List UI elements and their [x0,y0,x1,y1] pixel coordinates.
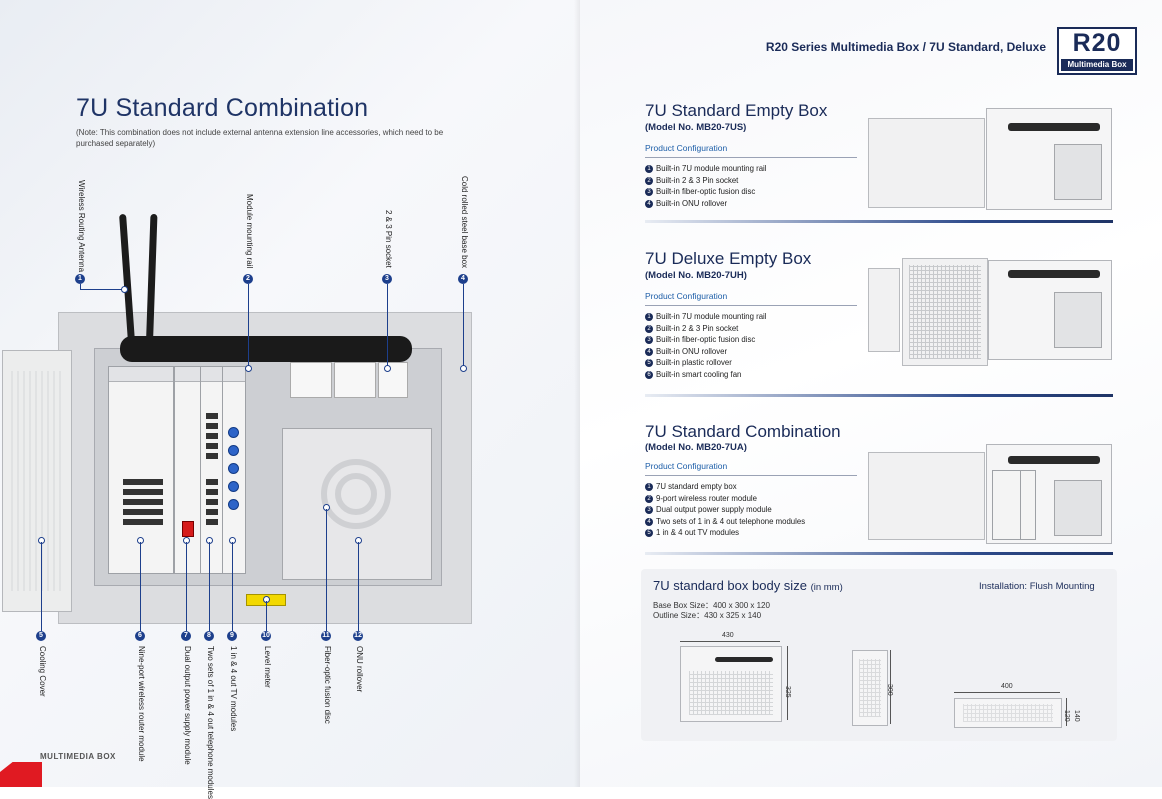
callout-label-11: Fiber-optic fusion disc [323,646,332,724]
section-model-standard-combination: (Model No. MB20-7UA) [645,442,747,453]
left-page: 7U Standard Combination (Note: This comb… [0,0,580,799]
callout-number-2: 2 [243,274,253,284]
callout-label-10: Level meter [263,646,272,688]
cooling-cover [2,350,72,612]
size-title: 7U standard box body size (in mm) [653,578,843,593]
section-model-deluxe-empty: (Model No. MB20-7UH) [645,270,747,281]
callout-label-7: Dual output power supply module [183,646,192,765]
socket-blank [378,362,408,398]
front-drawing [680,646,782,722]
dim-bottom-h1: 120 [1063,710,1070,722]
router-bar [120,336,412,362]
callout-number-7: 7 [181,631,191,641]
callout-label-1: Wireless Routing Antenna [77,180,86,273]
callout-label-2: Module mounting rail [245,194,254,269]
callout-number-9: 9 [227,631,237,641]
callout-number-11: 11 [321,631,331,641]
r20-logo: R20 Multimedia Box [1057,27,1137,75]
installation-type: Installation: Flush Mounting [979,581,1095,592]
callout-number-8: 8 [204,631,214,641]
section-model-standard-empty: (Model No. MB20-7US) [645,122,747,133]
footer-label: MULTIMEDIA BOX [40,752,116,761]
callout-label-8: Two sets of 1 in & 4 out telephone modul… [206,646,215,799]
dimension-text: Base Box Size：400 x 300 x 120 Outline Si… [653,601,770,620]
section-config-label: Product Configuration [645,143,728,153]
callout-number-4: 4 [458,274,468,284]
callout-label-5: Cooling Cover [38,646,47,697]
socket-2pin [290,362,332,398]
callout-number-5: 5 [36,631,46,641]
section-title-standard-empty: 7U Standard Empty Box [645,101,828,120]
dim-bottom-h2: 140 [1073,710,1080,722]
callout-label-6: Nine-port wireless router module [137,646,146,762]
page-title: 7U Standard Combination [76,94,369,122]
section-config-label: Product Configuration [645,291,728,301]
side-drawing [852,650,888,726]
callout-label-12: ONU rollover [355,646,364,693]
red-corner-graphic [0,762,42,787]
dim-bottom-width: 400 [1001,683,1013,690]
callout-number-3: 3 [382,274,392,284]
section-config-label: Product Configuration [645,461,728,471]
dim-front-height: 325 [784,686,791,698]
section-title-standard-combination: 7U Standard Combination [645,422,841,441]
callout-number-1: 1 [75,274,85,284]
section-title-deluxe-empty: 7U Deluxe Empty Box [645,249,812,268]
note-text: (Note: This combination does not include… [76,128,444,148]
callout-number-10: 10 [261,631,271,641]
series-header: R20 Series Multimedia Box / 7U Standard,… [765,40,1046,54]
callout-number-6: 6 [135,631,145,641]
fiber-disc [282,428,432,580]
router-module [108,366,174,574]
callout-label-4: Cold rolled steel base box [460,176,469,269]
product-image-deluxe-empty [868,256,1112,366]
product-image-standard-empty [868,108,1112,210]
dim-side-height: 300 [886,684,893,696]
bottom-drawing [954,698,1062,728]
product-image-standard-combination [868,444,1112,544]
socket-3pin [334,362,376,398]
dim-front-width: 430 [722,632,734,639]
callout-label-3: 2 & 3 Pin socket [384,210,393,268]
callout-number-12: 12 [353,631,363,641]
callout-label-9: 1 in & 4 out TV modules [229,646,238,732]
